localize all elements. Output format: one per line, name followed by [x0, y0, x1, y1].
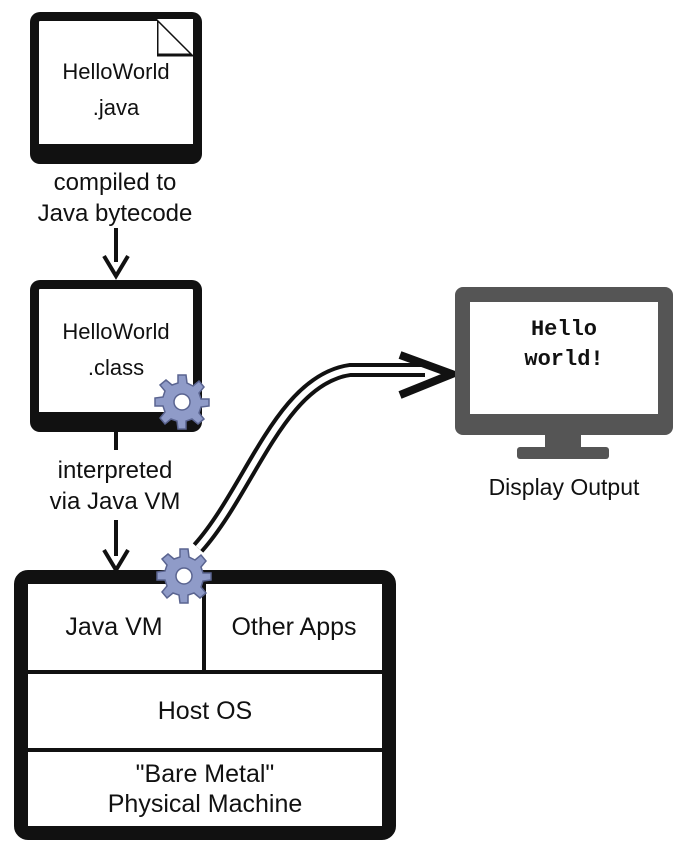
monitor-neck: [545, 435, 581, 449]
other-apps-label: Other Apps: [231, 613, 357, 641]
other-apps-layer: Other Apps: [206, 584, 382, 670]
source-file-name: HelloWorld: [62, 59, 170, 84]
class-file-name: HelloWorld: [62, 319, 170, 344]
gear-icon: [154, 374, 210, 430]
interpret-caption-line2: via Java VM: [49, 488, 181, 515]
gear-icon: [156, 548, 212, 604]
class-file-document: HelloWorld .class: [30, 280, 202, 432]
monitor-base: [517, 447, 609, 459]
curved-arrow-icon: [192, 351, 464, 553]
document-icon: [157, 19, 195, 57]
java-vm-label: Java VM: [65, 613, 163, 641]
java-vm-layer: Java VM: [28, 584, 200, 670]
monitor-icon: Hello world!: [455, 287, 673, 435]
bare-metal-layer: "Bare Metal" Physical Machine: [28, 752, 382, 826]
display-output-label: Display Output: [488, 474, 640, 500]
bare-metal-line2: Physical Machine: [107, 790, 303, 818]
compile-caption-line1: compiled to: [53, 169, 177, 196]
class-file-ext: .class: [87, 355, 145, 380]
arrow-head-icon: [102, 254, 130, 280]
bare-metal-line1: "Bare Metal": [135, 760, 275, 788]
divider: [202, 584, 206, 670]
source-file-document: HelloWorld .java: [30, 12, 202, 164]
host-os-layer: Host OS: [28, 674, 382, 748]
host-os-label: Host OS: [157, 697, 253, 725]
screen-line1: Hello: [530, 317, 597, 342]
divider: [28, 748, 382, 752]
screen-line2: world!: [524, 347, 604, 372]
compile-caption: compiled to Java bytecode: [10, 167, 220, 229]
source-file-ext: .java: [92, 95, 140, 120]
compile-caption-line2: Java bytecode: [37, 200, 193, 227]
interpret-caption: interpreted via Java VM: [10, 455, 220, 517]
system-stack: Java VM Other Apps Host OS "Bare Metal" …: [14, 570, 396, 840]
monitor-screen: Hello world!: [470, 302, 658, 414]
divider: [28, 670, 382, 674]
interpret-caption-line1: interpreted: [57, 457, 173, 484]
